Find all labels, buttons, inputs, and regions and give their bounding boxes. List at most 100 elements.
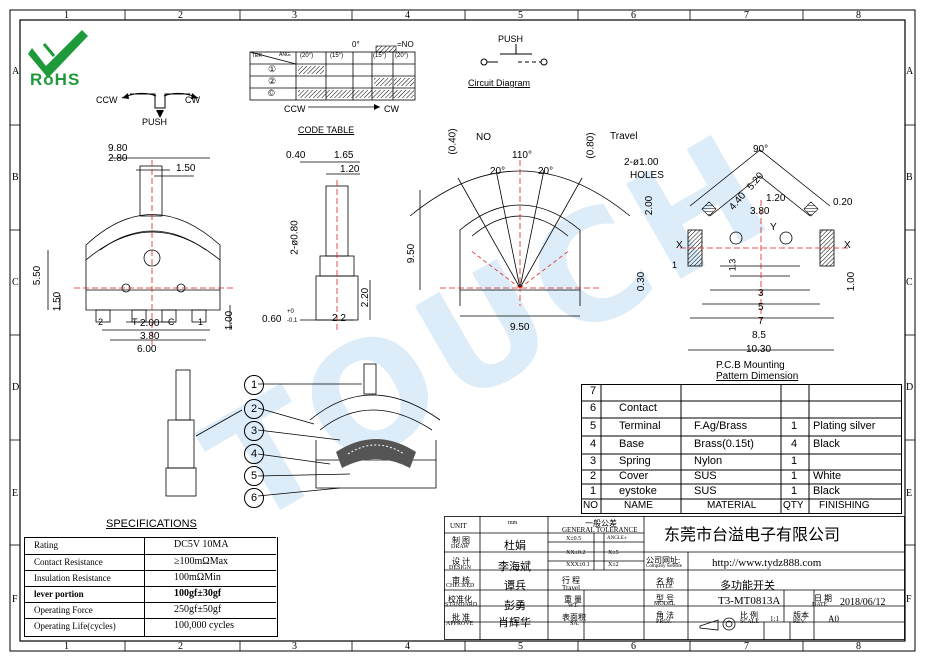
col-label-1-bottom: 1 [64,641,69,652]
tb-design-en: DESIGN [449,565,471,571]
spec-title: SPECIFICATIONS [106,518,197,530]
bom-header-qty: QTY [783,500,804,511]
title-block-grid [444,516,905,640]
callout-2: 2 [244,399,264,419]
pcb-dim-11: 7 [758,316,764,327]
tb-mm: mm [508,520,518,526]
col-label-1: 1 [64,10,69,21]
front-pin-c: C [168,317,175,327]
col-label-5: 5 [518,10,523,21]
row-label-f-right: F [906,594,912,605]
col-label-4: 4 [405,10,410,21]
pcb-dim-15: 1.00 [846,271,858,292]
row-label-b-right: B [906,172,913,183]
angle-dim-3: 110° [512,150,532,161]
tb-standard: 校准化 [448,595,472,604]
pcb-dim-5: 1.20 [766,193,786,204]
push-label: PUSH [142,117,168,127]
tb-date-label: 日 期 [814,594,832,603]
bom-cell-finish: Black [813,438,840,450]
row-label-f: F [12,594,18,605]
tb-scale: 1:1 [770,615,779,623]
side-tol-minus: -0.1 [287,318,298,324]
bom-cell-qty: 1 [791,455,798,467]
pcb-dim-12: 8.5 [752,330,766,341]
front-dim-8: 6.00 [137,344,157,355]
spec-row-6: Operating Life(cycles)100,000 cycles [24,618,276,636]
code-table-title: CODE TABLE [298,125,355,135]
tb-rev: A0 [828,614,839,624]
bom-header-no: NO [583,500,598,511]
bom-cell-material: Brass(0.15t) [694,438,754,450]
bom-cell-no: 2 [590,470,597,482]
bom-cell-finish: White [813,470,842,482]
row-label-e: E [12,488,19,499]
tb-scale-label-en: SCALE [740,619,760,625]
bom-cell-material: Nylon [694,455,723,467]
bom-cell-no: 6 [590,402,597,414]
front-dim-4: 5.50 [32,265,44,286]
tb-name-label: 名 称 [656,577,674,586]
bom-cell-finish: Black [813,485,840,497]
tb-angle: ANGLE± [607,536,627,541]
code-table-grid [249,45,416,101]
front-dim-1: 9.80 [108,143,128,154]
angle-dim-8: 9.50 [406,243,418,264]
bom-cell-name: eystoke [619,485,657,497]
callout-1: 1 [244,375,264,395]
code-table-legend: =NO [397,40,414,49]
circuit-symbol [480,44,548,66]
spec-row-2: Contact Resistance≥100mΩMax [24,554,276,571]
bom-cell-no: 5 [590,420,597,432]
front-pin-2: 2 [98,317,104,327]
tb-date-label-en: DATE [812,602,828,608]
bom-cell-no: 4 [590,438,597,450]
bom-cell-material: F.Ag/Brass [694,420,748,432]
tb-gen-tol-en: GENERAL TOLERANCE [562,526,638,534]
side-tol-plus: +0 [287,309,294,315]
cw-label: CW [185,95,200,105]
pcb-dim-y: Y [770,222,777,233]
rohs-logo-text: RoHS [30,70,81,89]
col-label-7-bottom: 7 [744,641,749,652]
bom-cell-qty: 4 [791,438,798,450]
side-tol-dim: 0.60 [262,314,282,325]
pcb-dim-x-right: X [844,240,851,251]
angle-dim-4: 20° [490,166,506,177]
tb-date: 2018/06/12 [840,597,886,608]
tb-name-label-en: TITLE [656,584,673,590]
front-dim-2: 2.80 [108,153,128,164]
side-dim-3: 1.20 [340,164,360,175]
tb-xxx01: XXX±0.1 [566,562,590,568]
code-table-cw: CW [384,104,399,114]
front-dim-5: 1.50 [52,291,64,312]
tb-surface-en: SA. [570,621,580,627]
circuit-title: Circuit Diagram [468,78,531,88]
row-label-b: B [12,172,19,183]
tb-design: 设 计 [452,557,470,566]
row-label-a-right: A [906,66,914,77]
code-table-header-ter: TER [252,53,262,59]
pcb-holes-2: HOLES [630,170,664,181]
front-view-drawing [47,157,234,345]
pcb-dim-10: 5 [758,302,764,313]
rohs-logo [28,30,88,78]
tb-standard-name: 彭勇 [504,600,526,612]
col-label-7: 7 [744,10,749,21]
tb-rev-label-en: REV. [793,619,806,625]
pcb-dim-8: 1.3 [727,258,738,272]
side-dim-7: 1.00 [224,310,236,331]
pcb-subtitle: Pattern Dimension [716,371,799,382]
side-dim-1: 0.40 [286,150,306,161]
tb-draw-name: 杜娟 [504,540,526,552]
col-label-2-bottom: 2 [178,641,183,652]
row-label-e-right: E [906,488,913,499]
tb-model-label: 型 号 [656,594,674,603]
bom-cell-qty: 1 [791,485,798,497]
col-label-3: 3 [292,10,297,21]
code-table-header-4: (20°) [395,53,409,59]
bom-cell-qty: 1 [791,470,798,482]
side-view-drawing [300,161,371,330]
